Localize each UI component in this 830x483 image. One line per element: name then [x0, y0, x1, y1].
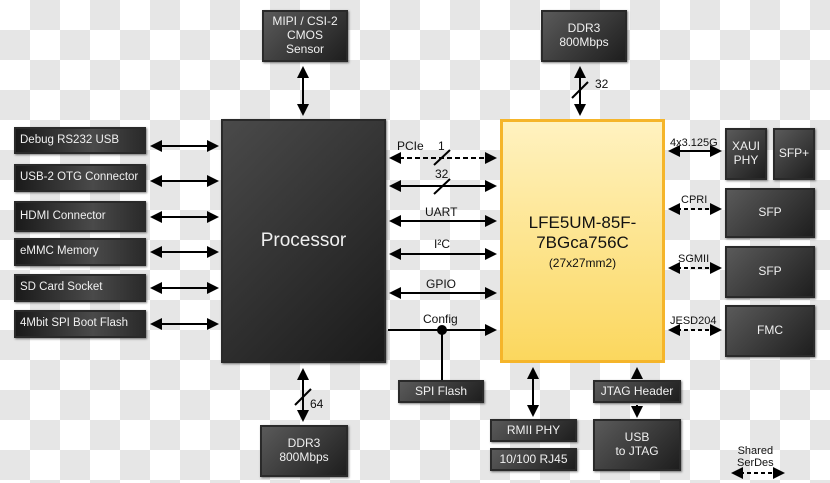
- sfp-plus-block: SFP+: [773, 128, 815, 180]
- cpri-label: CPRI: [681, 194, 708, 206]
- left-block: Debug RS232 USB: [14, 127, 146, 154]
- fmc-block: FMC: [725, 305, 815, 357]
- ddr3-bottom-block: DDR3 800Mbps: [260, 425, 348, 477]
- usb-jtag-line: USB: [624, 430, 650, 445]
- pcie-width: 1: [438, 139, 445, 153]
- fpga-line2: 7BGca756C: [536, 232, 629, 252]
- sfp-block: SFP: [725, 188, 815, 238]
- ddr-line: DDR3: [287, 436, 321, 451]
- sgmii-label: SGMII: [678, 253, 710, 265]
- left-block: HDMI Connector: [14, 201, 146, 232]
- mipi-line: MIPI / CSI-2: [272, 14, 338, 29]
- left-block: 4Mbit SPI Boot Flash: [14, 310, 146, 338]
- jesd204-label: JESD204: [670, 315, 717, 327]
- sfp-block: SFP: [725, 246, 815, 298]
- i2c-label: I²C: [434, 237, 450, 251]
- legend-line: SerDes: [737, 457, 774, 470]
- xaui-line: PHY: [733, 153, 759, 167]
- left-block: SD Card Socket: [14, 274, 146, 302]
- fpga-block: LFE5UM-85F- 7BGca756C (27x27mm2): [500, 119, 665, 363]
- ddr-line: 800Mbps: [559, 35, 609, 49]
- pcie-label: PCIe: [397, 139, 424, 153]
- ddr-top-width: 32: [595, 77, 609, 91]
- left-block: eMMC Memory: [14, 238, 146, 266]
- rj45-block: 10/100 RJ45: [490, 448, 577, 471]
- config-label: Config: [423, 312, 458, 326]
- bus-width: 32: [435, 167, 449, 181]
- mipi-line: CMOS: [287, 28, 323, 43]
- xaui-rate-label: 4x3.125G: [670, 137, 718, 149]
- usb-jtag-line: to JTAG: [615, 444, 659, 458]
- left-block: USB-2 OTG Connector: [14, 164, 146, 192]
- fpga-line3: (27x27mm2): [548, 255, 617, 270]
- xaui-phy-block: XAUI PHY: [725, 128, 767, 180]
- ddr3-top-block: DDR3 800Mbps: [541, 10, 627, 62]
- legend-shared-serdes: Shared SerDes: [737, 445, 774, 469]
- ddr-line: 800Mbps: [279, 450, 329, 464]
- gpio-label: GPIO: [426, 277, 457, 291]
- mipi-line: Sensor: [285, 41, 325, 56]
- mipi-sensor-block: MIPI / CSI-2 CMOS Sensor: [262, 10, 348, 62]
- legend-line: Shared: [737, 445, 774, 457]
- usb-to-jtag-block: USB to JTAG: [593, 419, 681, 471]
- ddr-bottom-width: 64: [310, 397, 324, 411]
- ddr-line: DDR3: [567, 21, 601, 36]
- xaui-line: XAUI: [731, 139, 760, 154]
- rmii-phy-block: RMII PHY: [490, 419, 577, 442]
- fpga-line1: LFE5UM-85F-: [528, 212, 637, 232]
- uart-label: UART: [425, 205, 458, 219]
- spi-flash-block: SPI Flash: [398, 380, 484, 403]
- jtag-header-block: JTAG Header: [593, 380, 681, 403]
- processor-block: Processor: [221, 119, 386, 363]
